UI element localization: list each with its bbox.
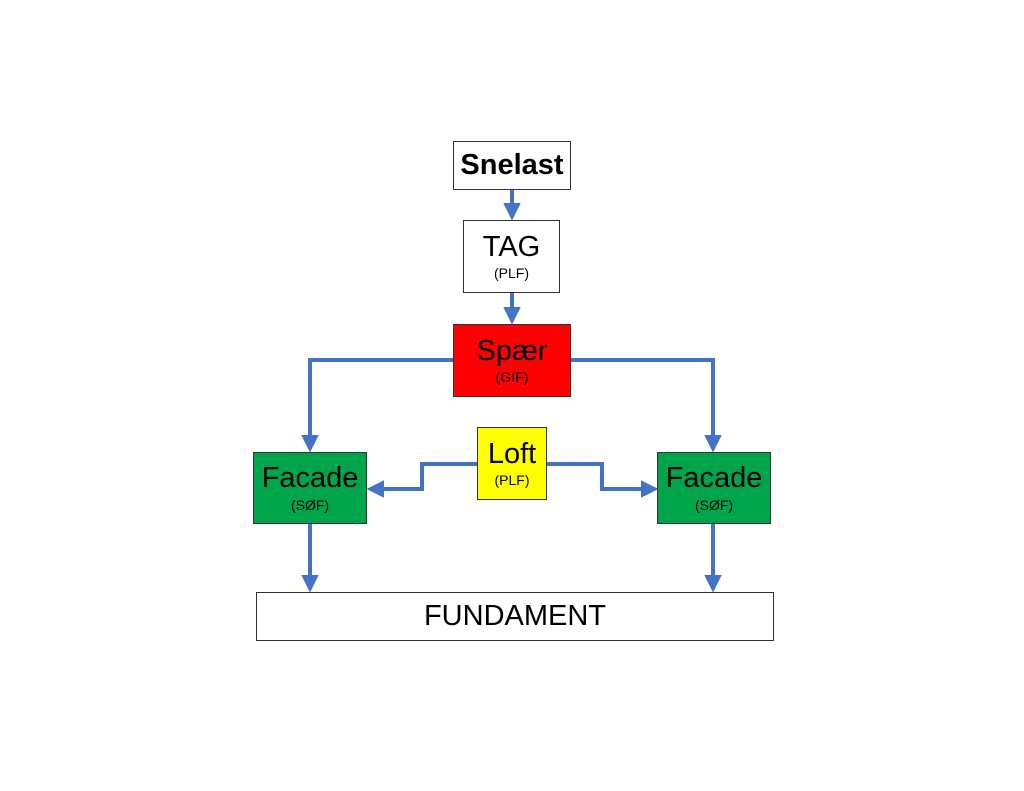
node-snelast-title: Snelast <box>460 149 564 182</box>
node-tag-subtitle: (PLF) <box>494 265 529 282</box>
node-snelast: Snelast <box>453 141 571 190</box>
node-spaer-subtitle: (GIF) <box>495 369 529 386</box>
node-fundament-title: FUNDAMENT <box>423 600 607 633</box>
arrow-spaer-to-facade-left <box>301 358 453 453</box>
node-facade-left: Facade (SØF) <box>253 452 367 524</box>
arrow-spaer-to-facade-right <box>571 358 722 453</box>
node-loft-title: Loft <box>487 437 537 470</box>
node-facade-right-subtitle: (SØF) <box>694 496 734 513</box>
node-spaer: Spær (GIF) <box>453 324 571 397</box>
node-loft: Loft (PLF) <box>477 427 547 500</box>
arrow-loft-to-facade-left <box>366 462 477 498</box>
node-facade-left-subtitle: (SØF) <box>290 496 330 513</box>
arrow-loft-to-facade-right <box>547 462 659 498</box>
node-spaer-title: Spær <box>476 334 548 367</box>
node-tag-title: TAG <box>482 230 541 263</box>
node-facade-right-title: Facade <box>665 462 763 495</box>
node-facade-right: Facade (SØF) <box>657 452 771 524</box>
node-facade-left-title: Facade <box>261 462 359 495</box>
node-fundament: FUNDAMENT <box>256 592 774 641</box>
node-tag: TAG (PLF) <box>463 220 560 293</box>
node-loft-subtitle: (PLF) <box>494 472 530 489</box>
